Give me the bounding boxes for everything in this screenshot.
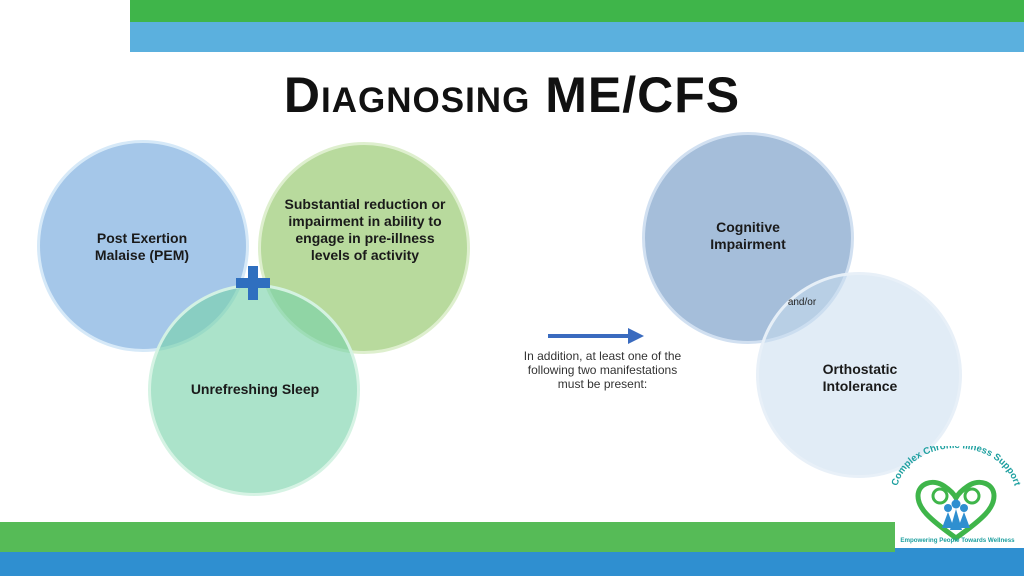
bottom-right-strip <box>895 548 1024 552</box>
heart-logo-icon: Complex Chronic Illness Support <box>890 446 1023 542</box>
svg-text:Complex Chronic Illness Suppor: Complex Chronic Illness Support <box>890 446 1023 488</box>
logo-arc-text: Complex Chronic Illness Support <box>890 446 1023 488</box>
label-reduction: Substantial reduction or impairment in a… <box>284 196 446 263</box>
bottom-green-band <box>0 522 895 552</box>
plus-icon <box>236 266 270 300</box>
label-cognitive: Cognitive Impairment <box>710 219 786 252</box>
slide-title: Diagnosing ME/CFS <box>283 67 741 123</box>
label-pem: Post Exertion Malaise (PEM) <box>94 230 190 263</box>
circle-pem <box>37 140 249 352</box>
top-blue-band <box>130 22 1024 52</box>
circle-sleep <box>148 284 360 496</box>
top-green-band <box>130 0 1024 22</box>
logo-tagline: Empowering People Towards Wellness <box>900 537 1015 544</box>
label-orthostatic: Orthostatic Intolerance <box>822 361 898 394</box>
addition-text: In addition, at least one of the followi… <box>523 349 682 391</box>
and-or-label: and/or <box>787 297 817 308</box>
label-sleep: Unrefreshing Sleep <box>190 381 320 397</box>
circle-orthostatic <box>756 272 962 478</box>
bottom-blue-band <box>0 552 1024 576</box>
right-arrow-icon <box>548 328 644 344</box>
